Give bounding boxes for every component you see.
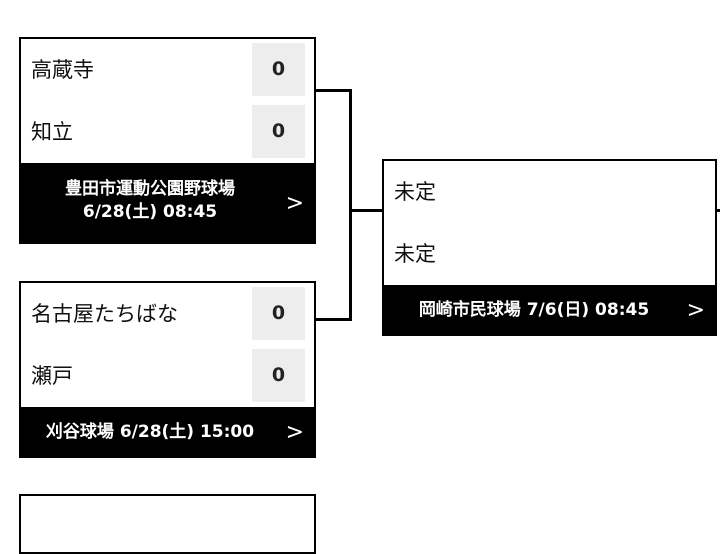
match-card-2: 名古屋たちばな 0 瀬戸 0 刈谷球場 6/28(土) 15:00 > xyxy=(19,281,316,458)
match-card-1: 高蔵寺 0 知立 0 豊田市運動公園野球場 6/28(土) 08:45 > xyxy=(19,37,316,244)
team-row: 未定 xyxy=(384,161,715,223)
team-row: 瀬戸 0 xyxy=(21,345,314,407)
team-name: 未定 xyxy=(394,242,436,266)
match-card-3-partial xyxy=(19,494,316,554)
team-row: 未定 xyxy=(384,223,715,285)
score-box: 0 xyxy=(252,287,305,340)
team-row: 高蔵寺 0 xyxy=(21,39,314,101)
venue-text: 刈谷球場 6/28(土) 15:00 xyxy=(19,421,281,444)
chevron-right-icon: > xyxy=(686,297,705,323)
score-box: 0 xyxy=(252,349,305,402)
score-box: 0 xyxy=(252,105,305,158)
score-box: 0 xyxy=(252,43,305,96)
venue-bar-button[interactable]: 豊田市運動公園野球場 6/28(土) 08:45 > xyxy=(19,163,316,244)
team-name: 名古屋たちばな xyxy=(31,302,178,326)
venue-bar-button[interactable]: 岡崎市民球場 7/6(日) 08:45 > xyxy=(382,285,717,336)
venue-name: 岡崎市民球場 7/6(日) 08:45 xyxy=(418,300,650,320)
bracket-connector xyxy=(349,89,352,321)
venue-name: 豊田市運動公園野球場 xyxy=(65,179,235,199)
bracket-connector xyxy=(316,89,352,92)
team-name: 高蔵寺 xyxy=(31,58,94,82)
team-name: 知立 xyxy=(31,120,73,144)
bracket-connector xyxy=(316,318,352,321)
chevron-right-icon: > xyxy=(285,419,304,445)
bracket-connector xyxy=(349,209,382,212)
venue-text: 豊田市運動公園野球場 6/28(土) 08:45 xyxy=(19,178,281,224)
team-name: 瀬戸 xyxy=(31,364,73,388)
venue-bar-button[interactable]: 刈谷球場 6/28(土) 15:00 > xyxy=(19,407,316,458)
venue-text: 岡崎市民球場 7/6(日) 08:45 xyxy=(382,299,686,322)
venue-datetime: 6/28(土) 08:45 xyxy=(82,202,218,222)
match-card-next-round: 未定 未定 岡崎市民球場 7/6(日) 08:45 > xyxy=(382,159,717,336)
chevron-right-icon: > xyxy=(285,190,304,216)
team-row: 名古屋たちばな 0 xyxy=(21,283,314,345)
bracket-connector xyxy=(717,209,720,212)
venue-name: 刈谷球場 6/28(土) 15:00 xyxy=(45,422,255,442)
team-name: 未定 xyxy=(394,180,436,204)
team-row: 知立 0 xyxy=(21,101,314,163)
